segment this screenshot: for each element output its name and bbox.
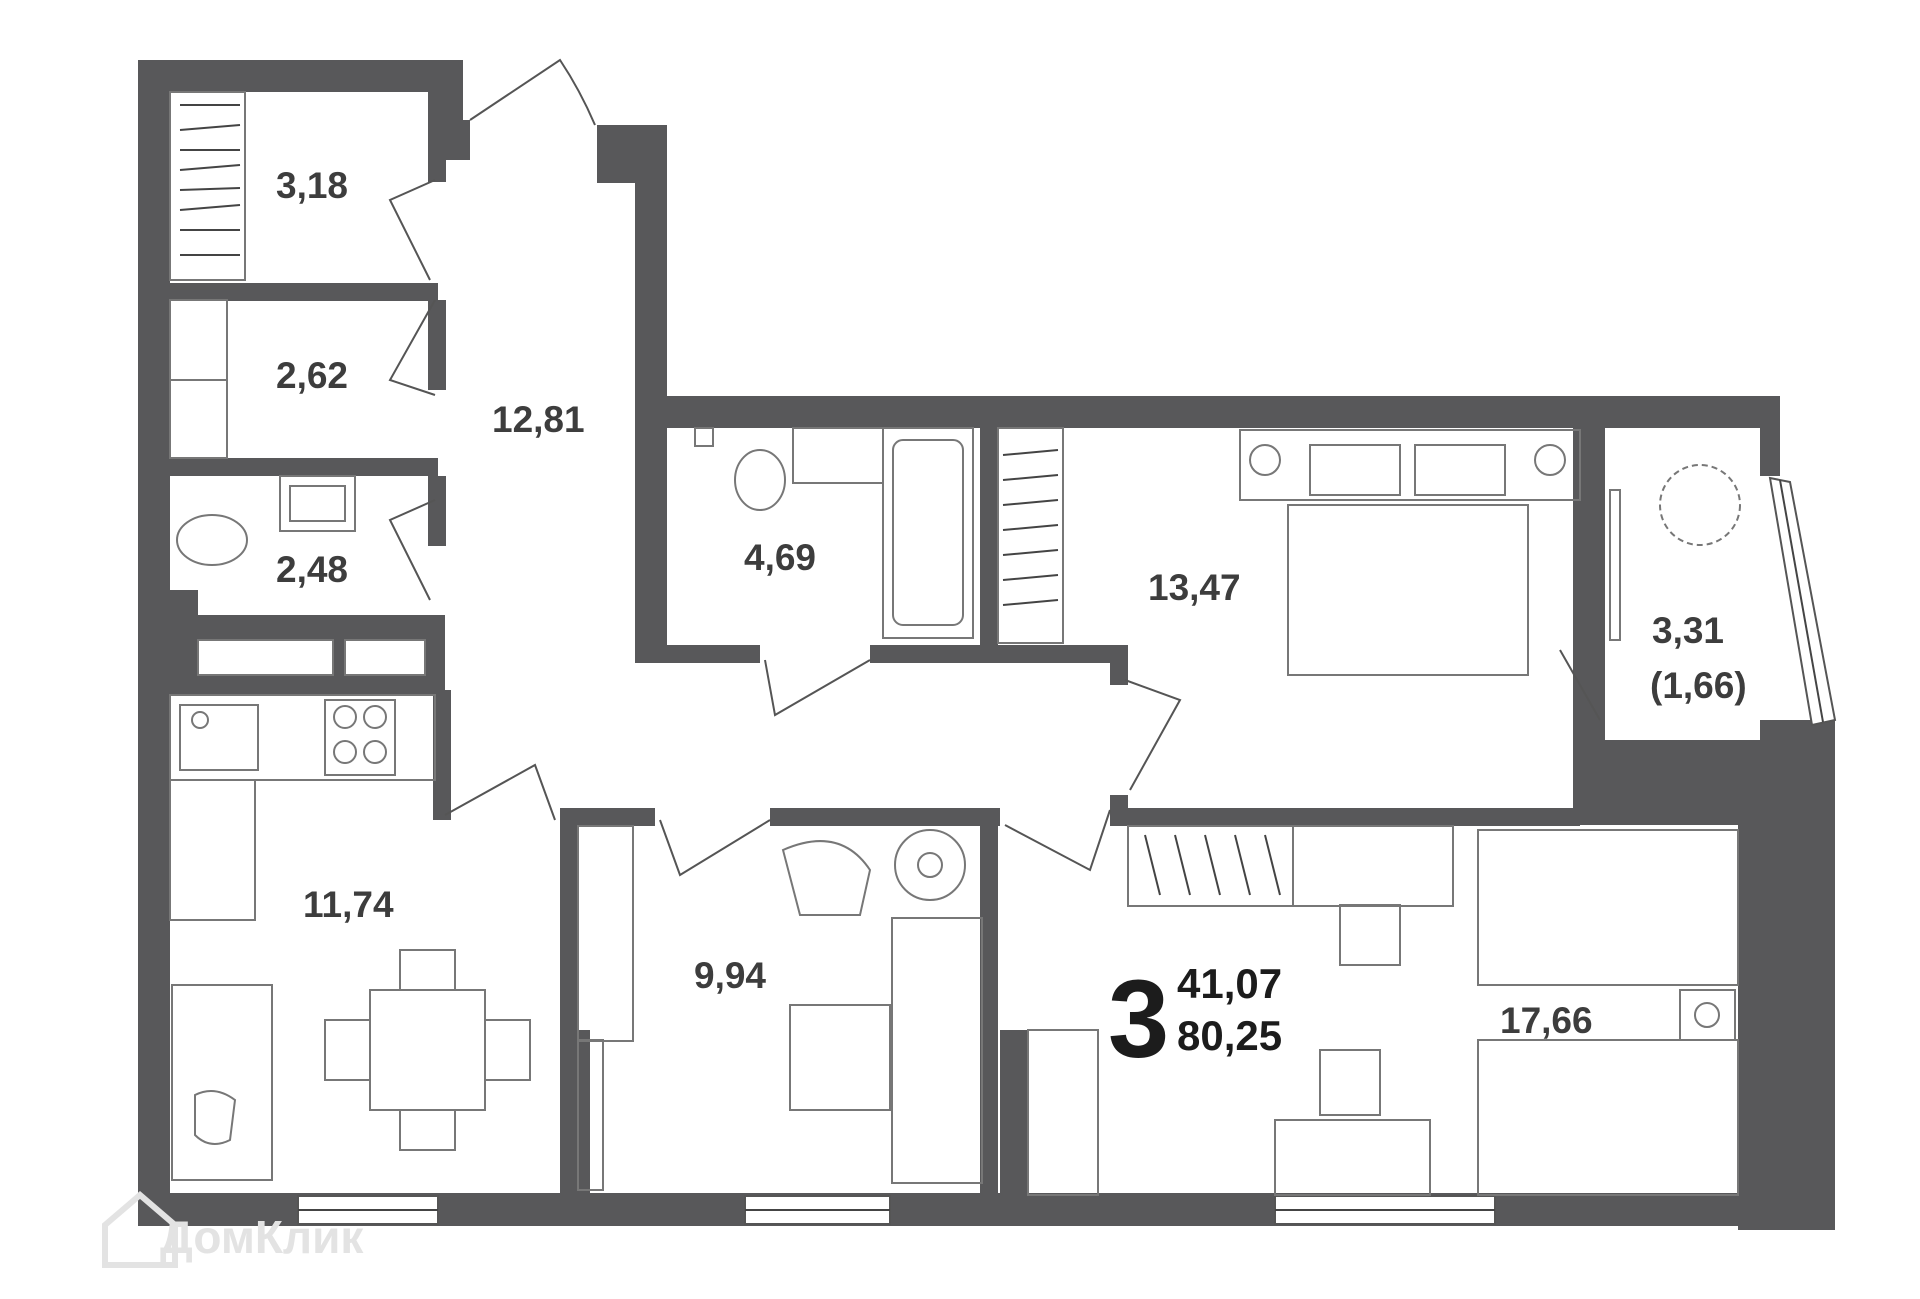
- watermark: ДомКлик: [102, 1191, 364, 1268]
- hanger-rack-icon: [179, 104, 241, 256]
- walls: [138, 60, 1835, 1230]
- room-area-living: 9,94: [694, 955, 766, 996]
- living-area: 41,07: [1177, 960, 1282, 1007]
- room-area-kitchen: 11,74: [303, 884, 394, 925]
- room-labels: 3,18 2,62 2,48 12,81 4,69 13,47 3,31 (1,…: [276, 165, 1747, 1041]
- room-area-bedroom: 13,47: [1148, 567, 1241, 608]
- apartment-summary: 3 41,07 80,25: [1108, 958, 1282, 1081]
- room-area-laundry: 2,62: [276, 355, 348, 396]
- house-logo-icon: [102, 1191, 178, 1268]
- room-area-bathroom: 4,69: [744, 537, 816, 578]
- total-area: 80,25: [1177, 1012, 1282, 1059]
- rooms-count: 3: [1108, 958, 1169, 1081]
- room-area-kids-room: 17,66: [1500, 1000, 1593, 1041]
- room-area-balcony-reduced: (1,66): [1650, 665, 1747, 706]
- room-area-hall: 12,81: [492, 399, 585, 440]
- wardrobe-icon: [1002, 449, 1059, 606]
- room-area-balcony: 3,31: [1652, 610, 1724, 651]
- furniture: [169, 91, 1741, 1196]
- shelf-icon: [1144, 834, 1281, 896]
- room-area-toilet: 2,48: [276, 549, 348, 590]
- room-area-storage: 3,18: [276, 165, 348, 206]
- doors: [388, 58, 1601, 877]
- watermark-text: ДомКлик: [160, 1211, 364, 1263]
- windows: [297, 476, 1837, 1225]
